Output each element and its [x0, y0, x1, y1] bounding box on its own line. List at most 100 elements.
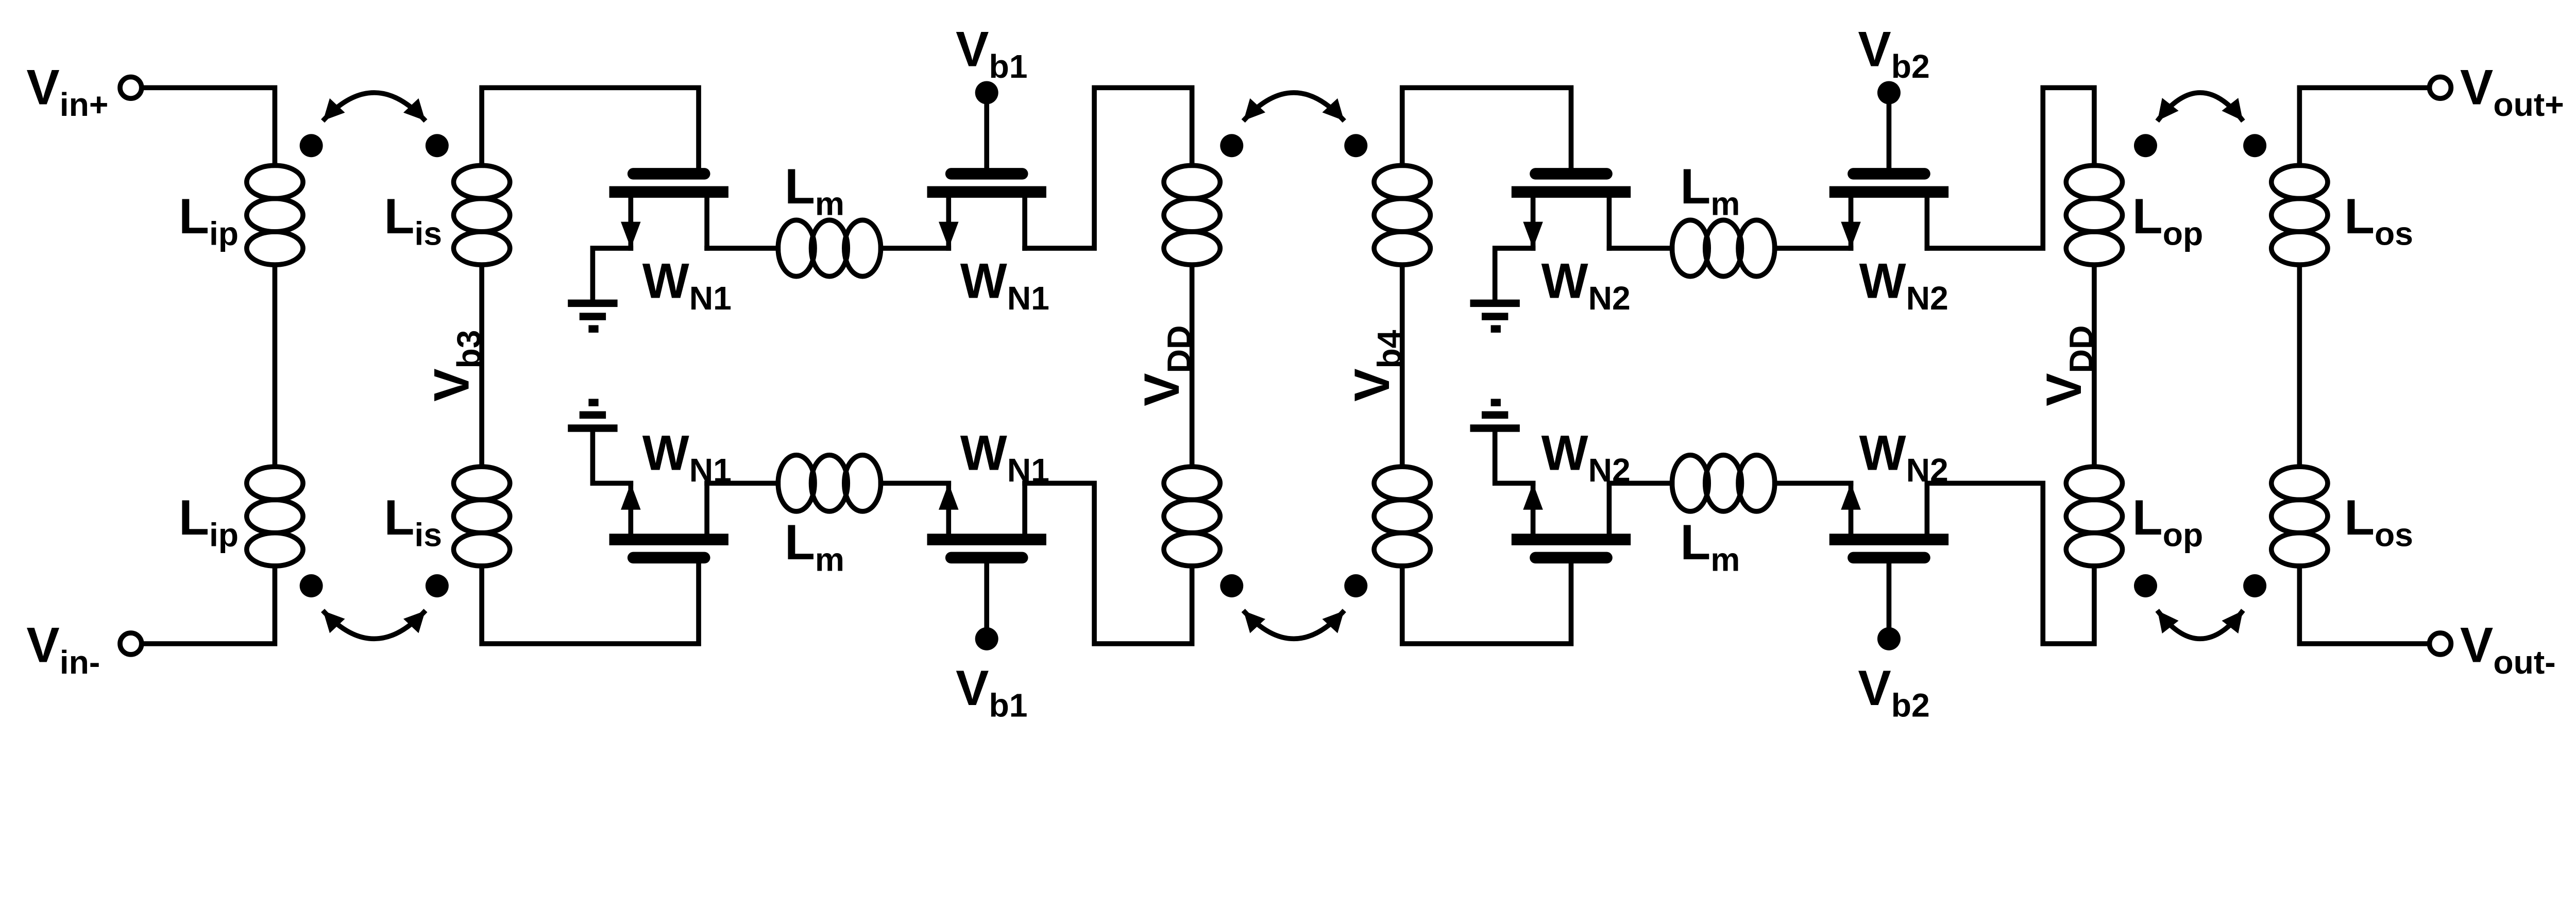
ground-icon-stage1-bottom [568, 399, 618, 432]
coil-turn [1669, 217, 1711, 279]
ground-bar [1470, 299, 1520, 307]
coil-turn [1161, 464, 1223, 503]
gate-bar [627, 552, 710, 564]
ground-bar [1481, 411, 1509, 419]
coil-turn [775, 452, 817, 514]
nmos-wn2-cs-top [1511, 168, 1631, 251]
label-vout-minus: Vout- [2460, 617, 2556, 680]
ground-icon-stage2-bottom [1470, 399, 1520, 432]
coil-turn [2063, 497, 2125, 536]
coil-turn [2063, 464, 2125, 503]
label-wn1-cg-bottom: WN1 [960, 426, 1049, 489]
label-wn2-cs-bottom: WN2 [1541, 426, 1631, 489]
polarity-dot [2243, 574, 2267, 598]
wire-m4-top-drain-xfmr [1924, 85, 2097, 251]
coil-turn [2063, 163, 2125, 201]
inductor-lop-top [2063, 163, 2125, 267]
nmos-wn2-cs-bottom [1511, 480, 1631, 564]
coil-turn [1736, 217, 1777, 279]
coil-turn [808, 217, 851, 279]
source-arrow-icon [1523, 483, 1543, 510]
coupling-input-transformer [299, 90, 449, 642]
gate-bar [1530, 168, 1613, 180]
inductor-mid-primary-top [1161, 163, 1223, 267]
label-wn1-cs-bottom: WN1 [642, 426, 732, 489]
nmos-wn1-cs-bottom [609, 480, 728, 564]
gate-bar [1848, 168, 1930, 180]
coil-turn [2268, 196, 2330, 234]
vb1-terminal-dot-top [975, 81, 998, 105]
coil-turn [244, 464, 306, 503]
coupling-middle-transformer [1220, 90, 1368, 642]
label-vb3: Vb3 [424, 330, 487, 402]
channel-bar [609, 186, 728, 198]
coil-turn [2268, 163, 2330, 201]
wire-m1-bot-source-ground [590, 429, 634, 486]
inductor-los-top [2268, 163, 2330, 267]
vin-minus-port [117, 630, 144, 657]
coupling-output-transformer [2134, 90, 2267, 642]
inductor-los-bottom [2268, 464, 2330, 569]
polarity-dot [2243, 134, 2267, 158]
wire-los-to-voutplus [2297, 85, 2431, 168]
wire-m3-bot-source-ground [1492, 429, 1536, 486]
coil-turn [1669, 452, 1711, 514]
vb2-terminal-dot-top [1877, 81, 1901, 105]
inductor-mid-secondary-top [1371, 163, 1433, 267]
coil-turn [2268, 497, 2330, 536]
polarity-dot [425, 574, 449, 598]
polarity-dot [1344, 134, 1368, 158]
coil-turn [451, 497, 513, 536]
label-wn2-cs-top: WN2 [1541, 253, 1631, 316]
label-vb1-top: Vb1 [956, 22, 1027, 85]
wire-m1-top-source-ground [590, 246, 634, 302]
coil-turn [775, 217, 817, 279]
coil-turn [244, 196, 306, 234]
ground-bar [588, 325, 599, 333]
label-wn1-cs-top: WN1 [642, 253, 732, 316]
channel-bar [1829, 534, 1949, 545]
source-arrow-icon [938, 221, 959, 249]
wire-m3-top-source-ground [1492, 246, 1536, 302]
channel-bar [1511, 186, 1631, 198]
inductor-lm-stage2-bottom [1669, 452, 1777, 514]
label-wn2-cg-top: WN2 [1859, 253, 1948, 316]
polarity-dot [2134, 574, 2158, 598]
inductor-lis-bottom [451, 464, 513, 569]
nmos-wn1-cg-bottom [927, 480, 1046, 564]
source-arrow-icon [1841, 483, 1861, 510]
inductor-mid-primary-bottom [1161, 464, 1223, 569]
coil-turn [2268, 530, 2330, 569]
circuit-schematic: Vin+ Vin- Lip Lip Lis Lis Vb3 WN1 WN1 WN… [26, 22, 2564, 724]
ground-icon-stage1-top [568, 299, 618, 333]
inductor-lop-bottom [2063, 464, 2125, 569]
coupling-arrow-icon [1241, 90, 1346, 123]
coil-turn [1702, 452, 1744, 514]
label-lip-top: Lip [179, 189, 239, 252]
gate-bar [1848, 552, 1930, 564]
label-vb2-top: Vb2 [1858, 22, 1929, 85]
coil-turn [451, 464, 513, 503]
polarity-dot [299, 574, 323, 598]
wire-vinplus-to-lip [139, 85, 278, 168]
channel-bar [609, 534, 728, 545]
polarity-dot [1220, 134, 1244, 158]
inductor-lm-stage2-top [1669, 217, 1777, 279]
label-vb1-bottom: Vb1 [956, 661, 1027, 724]
coil-turn [2268, 464, 2330, 503]
coil-turn [2063, 196, 2125, 234]
polarity-dot [2134, 134, 2158, 158]
coil-turn [808, 452, 851, 514]
ground-bar [579, 411, 606, 419]
coupling-arrow-icon [2155, 90, 2245, 123]
label-vin-minus: Vin- [26, 617, 100, 680]
coil-turn [244, 163, 306, 201]
nmos-wn1-cg-top [927, 168, 1046, 251]
wire-sec-to-gate2-bottom [1399, 561, 1574, 646]
coil-turn [451, 196, 513, 234]
ground-bar [1490, 325, 1501, 333]
inductor-lip-top [244, 163, 306, 267]
coil-turn [1371, 229, 1433, 267]
vout-minus-port [2427, 630, 2454, 657]
wire-lip-to-vinminus [139, 563, 278, 646]
